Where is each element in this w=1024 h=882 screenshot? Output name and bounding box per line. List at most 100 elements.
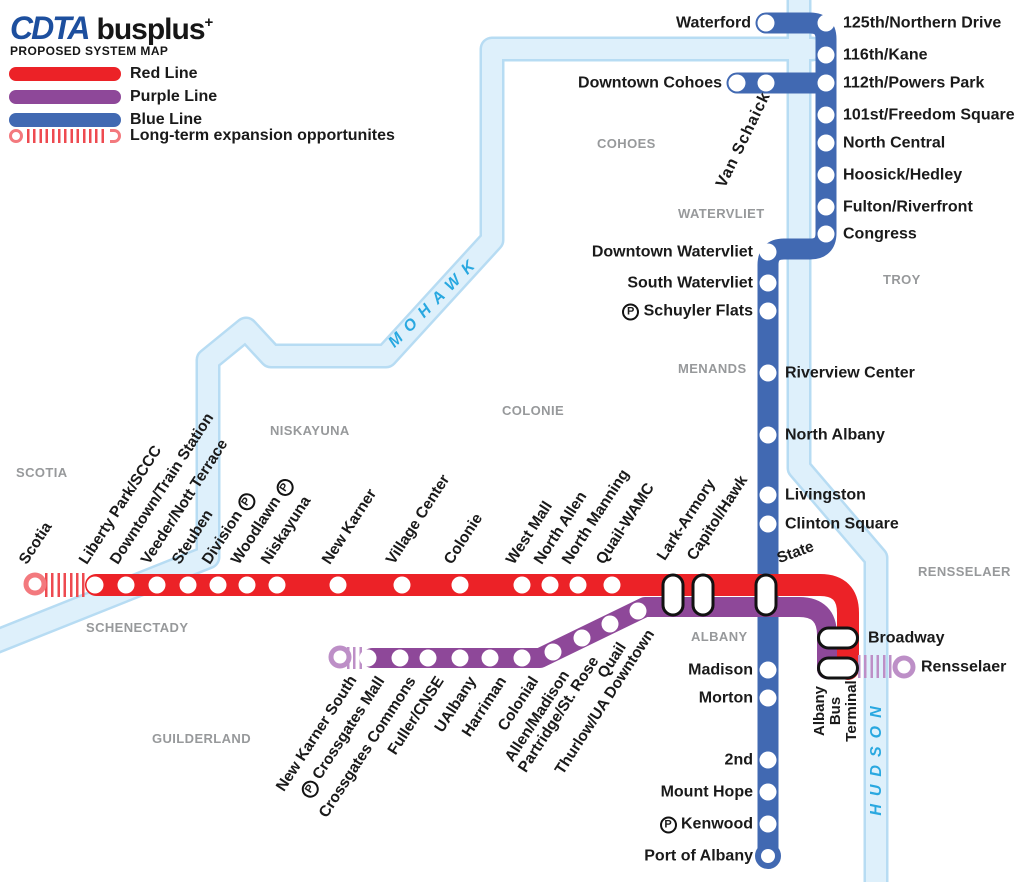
station-dot-mount-hope — [759, 783, 777, 801]
station-dot-riverview-center — [759, 364, 777, 382]
station-name: State — [774, 538, 817, 568]
station-dot-quail — [601, 615, 619, 633]
parking-icon: P — [234, 490, 259, 514]
station-dot-harriman — [481, 649, 499, 667]
station-label-south-watervliet: South Watervliet — [627, 274, 753, 293]
station-label-livingston: Livingston — [785, 486, 866, 505]
area-label-menands: MENANDS — [678, 361, 747, 376]
station-dot-fulton-riverfront — [817, 198, 835, 216]
station-name: Albany Bus Terminal — [811, 680, 860, 742]
area-label-schenectady: SCHENECTADY — [86, 620, 189, 635]
station-dot-niskayuna — [268, 576, 286, 594]
station-name: Clinton Square — [785, 515, 899, 533]
station-dot-116th-kane — [817, 46, 835, 64]
station-dot-fuller-cnse — [419, 649, 437, 667]
station-name: Congress — [843, 225, 917, 243]
river-label-van-schaick: Van Schaick — [713, 89, 775, 191]
station-label-101st-freedom-square: 101st/Freedom Square — [843, 106, 1015, 125]
station-label-port-of-albany: Port of Albany — [644, 847, 753, 866]
station-name: Schuyler Flats — [643, 302, 753, 320]
station-dot-steuben — [179, 576, 197, 594]
station-dot-waterford — [757, 14, 775, 32]
station-dot-schuyler-flats — [759, 302, 777, 320]
station-name: Port of Albany — [644, 847, 753, 865]
station-name: South Watervliet — [627, 274, 753, 292]
station-name: 101st/Freedom Square — [843, 106, 1015, 124]
station-dot-dot — [757, 74, 775, 92]
station-dot-north-manning — [569, 576, 587, 594]
legend-row-blue: Blue Line — [9, 111, 203, 128]
station-dot-morton — [759, 689, 777, 707]
interchange-capsule-capitol-hawk — [691, 573, 715, 617]
parking-icon: P — [273, 476, 297, 500]
expansion-terminus-new-karner-south — [328, 645, 352, 669]
interchange-capsule-albany-bus-terminal — [817, 656, 859, 680]
legend-label: Red Line — [130, 65, 198, 82]
station-label-colonie: Colonie — [440, 510, 487, 568]
station-dot-congress — [817, 225, 835, 243]
station-dot-veeder-nott-terrace — [148, 576, 166, 594]
station-label-112th-powers-park: 112th/Powers Park — [843, 74, 984, 93]
hudson-river — [789, 0, 886, 882]
station-dot-village-center — [393, 576, 411, 594]
station-label-downtown-cohoes: Downtown Cohoes — [578, 74, 722, 93]
station-dot-125th-northern-drive — [817, 14, 835, 32]
map-subtitle: PROPOSED SYSTEM MAP — [10, 44, 169, 58]
station-dot-clinton-square — [759, 515, 777, 533]
station-name: 2nd — [724, 751, 753, 769]
station-label-mount-hope: Mount Hope — [661, 783, 753, 802]
station-label-morton: Morton — [699, 689, 753, 708]
station-label-congress: Congress — [843, 225, 917, 244]
station-dot-madison — [759, 661, 777, 679]
station-dot-south-watervliet — [759, 274, 777, 292]
interchange-capsule-broadway — [817, 626, 859, 650]
area-label-watervliet: WATERVLIET — [678, 206, 765, 221]
legend-row-expansion: Long-term expansion opportunites — [9, 127, 395, 144]
station-label-north-central: North Central — [843, 134, 945, 153]
station-dot-quail-wamc — [603, 576, 621, 594]
interchange-capsule-state — [754, 573, 778, 617]
parking-icon: P — [622, 303, 640, 321]
red-line-swatch-icon — [9, 67, 121, 81]
station-name: Madison — [688, 661, 753, 679]
mohawk-river — [0, 39, 822, 651]
legend-row-purple: Purple Line — [9, 88, 217, 105]
expansion-terminus-scotia — [23, 572, 47, 596]
interchange-capsule-lark-armory — [661, 573, 685, 617]
station-name: Kenwood — [681, 815, 753, 833]
rivers-group — [0, 0, 889, 882]
expansion-hatch-segment — [45, 573, 87, 597]
station-name: Hoosick/Hedley — [843, 166, 963, 184]
station-label-2nd: 2nd — [725, 751, 753, 770]
station-label-scotia: Scotia — [15, 519, 56, 568]
station-label-schuyler-flats: P Schuyler Flats — [622, 302, 753, 321]
station-dot-ualbany — [451, 649, 469, 667]
parking-icon: P — [298, 777, 322, 801]
station-label-broadway: Broadway — [868, 629, 944, 648]
station-name: New Karner — [318, 485, 381, 568]
red-line-path — [85, 574, 859, 680]
station-name: Broadway — [868, 629, 945, 647]
station-label-116th-kane: 116th/Kane — [843, 46, 927, 65]
station-dot-kenwood — [759, 815, 777, 833]
station-dot-downtown-cohoes — [728, 74, 746, 92]
expansion-stripes — [27, 129, 106, 143]
area-label-albany: ALBANY — [691, 629, 748, 644]
station-label-downtown-watervliet: Downtown Watervliet — [592, 243, 753, 262]
station-dot-woodlawn — [238, 576, 256, 594]
legend-label: Blue Line — [130, 111, 203, 128]
station-label-new-karner: New Karner — [318, 485, 381, 568]
station-label-fulton-riverfront: Fulton/Riverfront — [843, 198, 973, 217]
area-label-rensselaer: RENSSELAER — [918, 564, 1011, 579]
station-dot-liberty-park-sccc — [86, 576, 104, 594]
station-name: Rensselaer — [921, 658, 1007, 676]
expansion-terminus-rensselaer — [892, 655, 916, 679]
busplus-text: busplus — [96, 13, 206, 46]
station-dot-partridge-st-rose — [573, 629, 591, 647]
parking-icon: P — [659, 816, 677, 834]
terminal-dot-port-of-albany — [755, 843, 781, 869]
river-label-hudson: HUDSON — [868, 698, 885, 816]
station-name: Livingston — [785, 486, 866, 504]
station-name: Morton — [698, 689, 753, 707]
